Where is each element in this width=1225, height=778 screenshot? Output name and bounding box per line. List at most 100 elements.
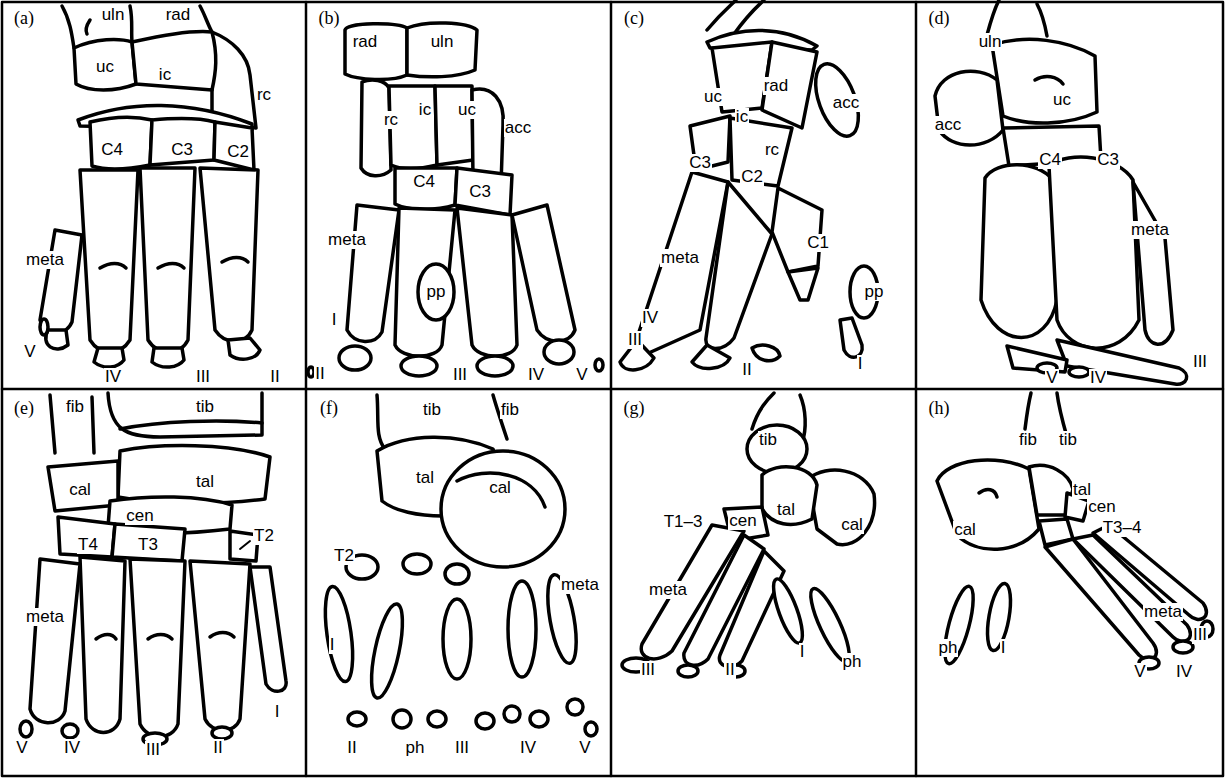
bone-outline bbox=[476, 713, 494, 729]
bone-label: ic bbox=[158, 66, 172, 84]
panel-letter: (d) bbox=[928, 9, 951, 27]
bone-label: C3 bbox=[170, 141, 194, 159]
bone-outline bbox=[222, 258, 248, 263]
bone-label: IV bbox=[1175, 663, 1193, 681]
bone-outline bbox=[678, 665, 698, 677]
bone-label: C3 bbox=[688, 154, 712, 172]
bone-outline bbox=[1069, 367, 1089, 377]
bone-outline bbox=[158, 264, 184, 269]
bone-outline bbox=[112, 524, 185, 561]
bone-outline bbox=[214, 122, 254, 170]
bone-outline bbox=[762, 467, 817, 525]
bone-label: V bbox=[15, 739, 28, 757]
bone-outline bbox=[981, 165, 1057, 338]
bone-outline bbox=[347, 205, 399, 342]
bone-outline bbox=[1133, 182, 1173, 344]
bone-label: tib bbox=[422, 401, 442, 419]
bone-label: cal bbox=[68, 481, 92, 499]
bone-label: III bbox=[452, 366, 468, 384]
bone-outline bbox=[747, 425, 807, 473]
bone-outline bbox=[348, 712, 366, 726]
bone-label: cen bbox=[125, 507, 154, 525]
bone-outline bbox=[62, 6, 74, 48]
bone-outline bbox=[401, 356, 437, 376]
manus-c bbox=[620, 0, 878, 370]
bone-outline bbox=[339, 346, 371, 370]
bone-outline bbox=[148, 635, 172, 640]
bone-outline bbox=[585, 722, 597, 736]
bone-label: II bbox=[741, 361, 752, 379]
bone-outline bbox=[1057, 340, 1187, 384]
bone-outline bbox=[46, 330, 68, 349]
bone-label: cal bbox=[488, 479, 512, 497]
bone-outline bbox=[595, 359, 603, 371]
bone-outline bbox=[90, 117, 152, 169]
bone-label: T3 bbox=[137, 536, 159, 554]
bone-label: II bbox=[212, 739, 223, 757]
bone-outline bbox=[150, 119, 215, 165]
bone-outline bbox=[477, 356, 513, 376]
manus-a bbox=[40, 6, 260, 367]
bone-outline bbox=[937, 460, 1039, 549]
bone-outline bbox=[1037, 4, 1047, 36]
bone-label: uc bbox=[1052, 91, 1072, 109]
bone-outline bbox=[457, 473, 545, 507]
bone-outline bbox=[1049, 157, 1139, 348]
bone-outline bbox=[152, 348, 184, 367]
bone-outline bbox=[140, 168, 195, 352]
bone-label: IV bbox=[519, 739, 537, 757]
bone-label: C3 bbox=[468, 183, 492, 201]
bone-outline bbox=[80, 170, 138, 352]
bone-outline bbox=[508, 581, 536, 677]
bone-outline bbox=[807, 58, 867, 142]
bone-label: uc bbox=[95, 58, 115, 76]
bone-outline bbox=[707, 0, 736, 30]
pes-e bbox=[20, 393, 286, 745]
bone-label: C3 bbox=[1096, 151, 1120, 169]
bone-outline bbox=[752, 393, 774, 429]
bone-outline bbox=[96, 635, 116, 640]
bone-outline bbox=[752, 345, 780, 360]
bone-label: meta bbox=[1143, 603, 1183, 621]
bone-outline bbox=[395, 168, 457, 209]
bone-outline bbox=[808, 470, 875, 545]
panel-letter: (h) bbox=[928, 399, 951, 417]
bone-outline bbox=[979, 490, 997, 497]
bone-label: V bbox=[578, 739, 591, 757]
bone-label: ph bbox=[405, 739, 426, 757]
bone-outline bbox=[377, 395, 385, 449]
bone-label: I bbox=[329, 636, 336, 654]
bone-label: pp bbox=[426, 283, 447, 301]
bone-label: I bbox=[331, 311, 338, 329]
bone-label: T2 bbox=[253, 527, 275, 545]
bone-label: II bbox=[724, 661, 735, 679]
bone-label: III bbox=[195, 368, 211, 386]
bone-outline bbox=[210, 633, 234, 638]
bone-label: ph bbox=[842, 653, 863, 671]
bone-outline bbox=[428, 711, 446, 727]
pes-h bbox=[937, 393, 1213, 669]
bone-label: C4 bbox=[100, 141, 124, 159]
bone-label: III bbox=[640, 661, 656, 679]
bone-label: III bbox=[1192, 626, 1208, 644]
bone-label: rc bbox=[764, 141, 780, 159]
bone-label: tib bbox=[1058, 431, 1078, 449]
bone-outline bbox=[544, 340, 574, 364]
bone-outline bbox=[457, 208, 517, 356]
panel-letter: (c) bbox=[623, 9, 645, 27]
bone-outline bbox=[719, 551, 784, 667]
bone-label: ic bbox=[735, 108, 749, 126]
bone-label: T1–3 bbox=[663, 513, 704, 531]
bone-label: ph bbox=[938, 639, 959, 657]
bone-label: C4 bbox=[412, 173, 436, 191]
bone-outline bbox=[1035, 77, 1063, 84]
bone-label: meta bbox=[560, 576, 600, 594]
bone-outline bbox=[200, 168, 258, 341]
bone-outline bbox=[365, 602, 408, 701]
bone-label: III bbox=[1192, 353, 1208, 371]
bone-outline bbox=[762, 42, 817, 128]
bone-label: cal bbox=[953, 521, 977, 539]
